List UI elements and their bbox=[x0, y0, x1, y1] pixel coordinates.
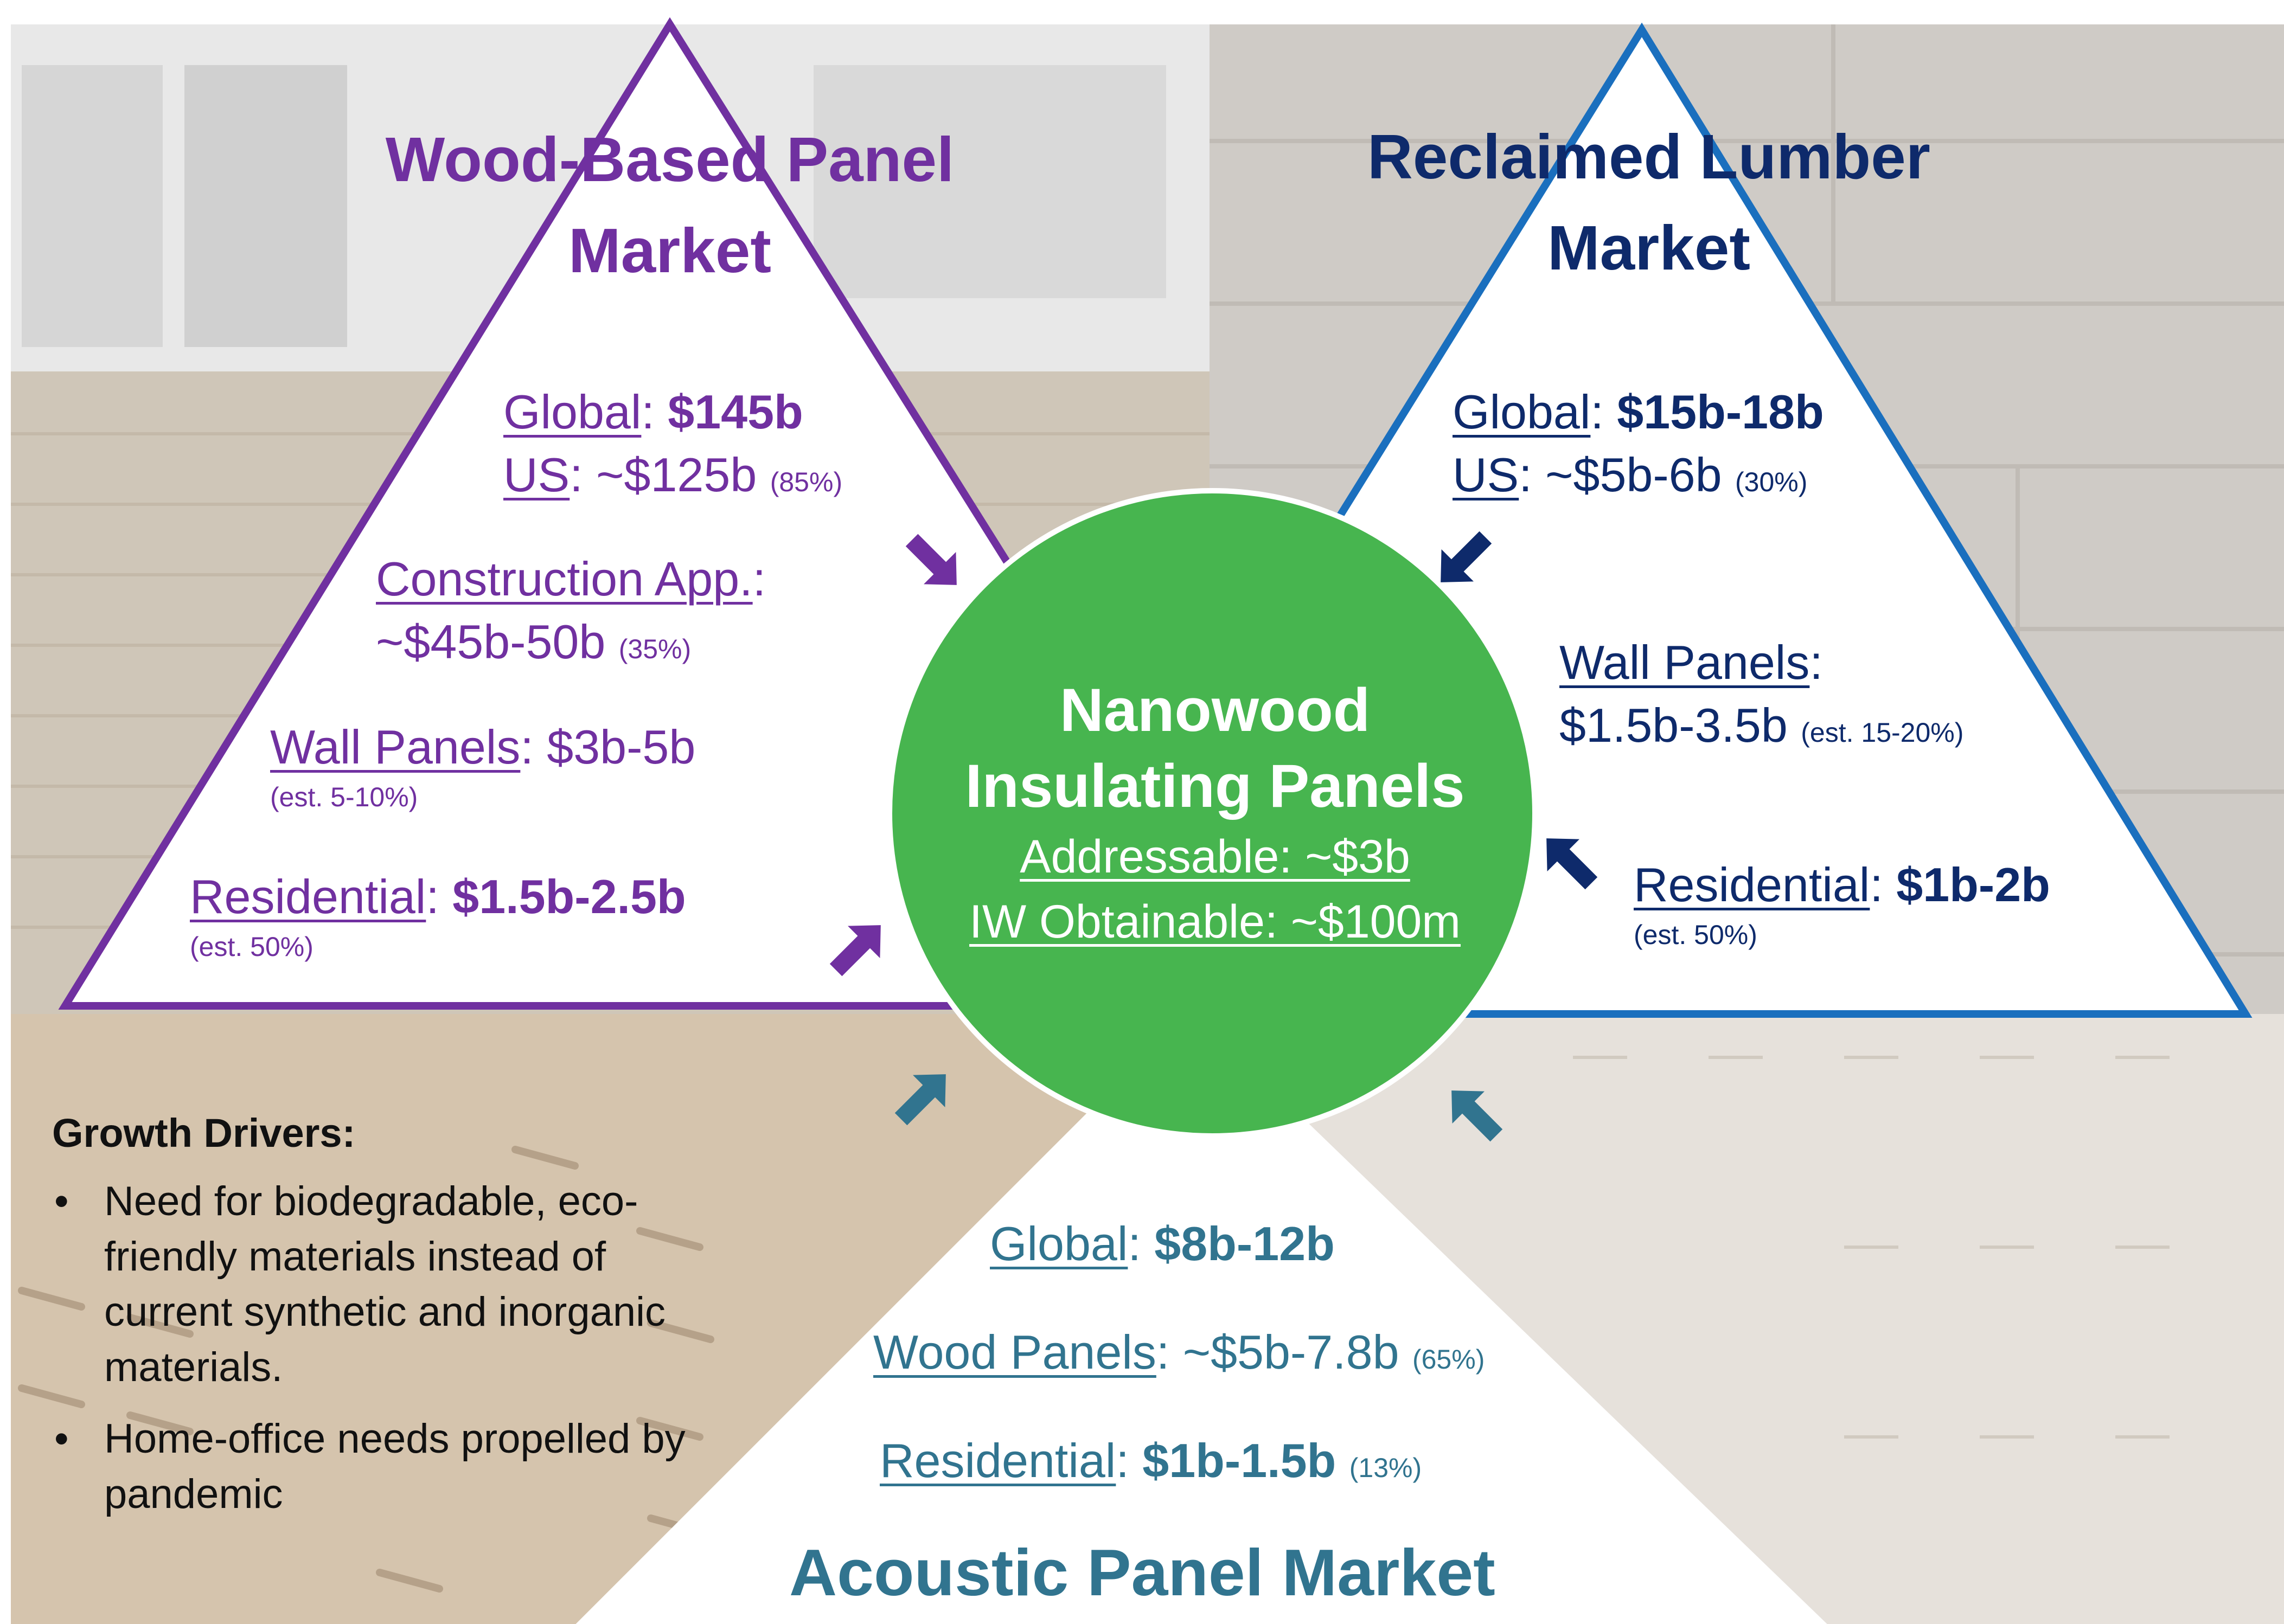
lumber-residential-row: Residential: $1b-2b bbox=[1634, 858, 2050, 912]
lumber-residential-label: Residential bbox=[1634, 858, 1870, 912]
arrow-icon-wood-residential-to-center bbox=[829, 925, 881, 977]
acoustic-title: Acoustic Panel Market bbox=[789, 1536, 1495, 1609]
wood-us-value: ~$125b bbox=[596, 448, 757, 502]
bullet-icon: • bbox=[54, 1178, 69, 1224]
arrow-icon-acoustic-right-to-center bbox=[1451, 1090, 1503, 1142]
wood-residential-value: $1.5b-2.5b bbox=[452, 870, 686, 923]
lumber-global-label: Global bbox=[1453, 385, 1591, 439]
lumber-title-line1: Reclaimed Lumber bbox=[1367, 121, 1930, 192]
center-addressable: Addressable: ~$3b bbox=[1020, 831, 1410, 883]
wood-construction-value: ~$45b-50b bbox=[376, 615, 606, 669]
acoustic-global-label: Global bbox=[990, 1217, 1128, 1270]
lumber-title-line2: Market bbox=[1547, 213, 1750, 283]
lumber-wall-value: $1.5b-3.5b bbox=[1559, 698, 1788, 752]
acoustic-residential-row: Residential: $1b-1.5b (13%) bbox=[880, 1434, 1422, 1487]
list-item: • Home-office needs propelled by pandemi… bbox=[52, 1411, 703, 1522]
lumber-global-row: Global: $15b-18b bbox=[1453, 385, 1824, 439]
wood-wall-note: (est. 5-10%) bbox=[270, 782, 418, 812]
growth-drivers-heading: Growth Drivers: bbox=[52, 1111, 356, 1156]
acoustic-residential-value: $1b-1.5b bbox=[1142, 1434, 1336, 1487]
wood-global-row: Global: $145b bbox=[503, 385, 803, 439]
acoustic-panel-triangle bbox=[575, 1009, 1827, 1624]
lumber-wall-row: Wall Panels: bbox=[1559, 636, 1823, 689]
growth-drivers-box: Growth Drivers: • Need for biodegradable… bbox=[52, 1109, 703, 1538]
lumber-residential-value: $1b-2b bbox=[1896, 858, 2050, 912]
acoustic-global-row: Global: $8b-12b bbox=[990, 1217, 1335, 1270]
wood-global-value: $145b bbox=[668, 385, 803, 439]
acoustic-wood-pct: (65%) bbox=[1412, 1344, 1485, 1375]
wood-us-row: US: ~$125b (85%) bbox=[503, 448, 843, 502]
lumber-us-row: US: ~$5b-6b (30%) bbox=[1453, 448, 1808, 502]
acoustic-wood-value: ~$5b-7.8b bbox=[1182, 1325, 1399, 1379]
center-obtainable: IW Obtainable: ~$100m bbox=[969, 896, 1461, 948]
lumber-us-label: US bbox=[1453, 448, 1519, 502]
wood-us-label: US bbox=[503, 448, 570, 502]
wood-residential-note: (est. 50%) bbox=[190, 932, 314, 962]
wood-construction-value-row: ~$45b-50b (35%) bbox=[376, 613, 691, 678]
center-label: Nanowood Insulating Panels Addressable: … bbox=[879, 672, 1551, 954]
wood-panel-title-line2: Market bbox=[568, 215, 771, 286]
wood-panel-title-line1: Wood-Based Panel bbox=[385, 124, 955, 195]
arrow-icon-acoustic-left-to-center bbox=[894, 1074, 946, 1126]
wood-wall-value: $3b-5b bbox=[547, 720, 696, 774]
growth-driver-text: Home-office needs propelled by pandemic bbox=[104, 1416, 686, 1517]
acoustic-global-value: $8b-12b bbox=[1154, 1217, 1335, 1270]
acoustic-wood-label: Wood Panels bbox=[873, 1325, 1156, 1379]
lumber-title: Reclaimed Lumber Market bbox=[1269, 111, 2029, 293]
lumber-us-pct: (30%) bbox=[1735, 467, 1808, 497]
lumber-global-value: $15b-18b bbox=[1617, 385, 1824, 439]
growth-drivers-list: • Need for biodegradable, eco-friendly m… bbox=[52, 1174, 703, 1522]
lumber-wall-label: Wall Panels bbox=[1559, 636, 1810, 689]
wood-global-label: Global bbox=[503, 385, 642, 439]
wood-panel-title: Wood-Based Panel Market bbox=[290, 114, 1050, 296]
wood-us-pct: (85%) bbox=[770, 467, 843, 497]
acoustic-wood-row: Wood Panels: ~$5b-7.8b (65%) bbox=[873, 1325, 1485, 1379]
wood-wall-row: Wall Panels: $3b-5b bbox=[270, 720, 696, 774]
wood-residential-row: Residential: $1.5b-2.5b bbox=[190, 870, 686, 923]
arrow-icon-lumber-to-center bbox=[1441, 531, 1492, 582]
wood-construction-label: Construction App. bbox=[376, 552, 753, 606]
wood-construction-pct: (35%) bbox=[618, 634, 692, 664]
arrow-icon-wood-to-center bbox=[905, 534, 957, 585]
wood-residential-label: Residential bbox=[190, 870, 426, 923]
list-item: • Need for biodegradable, eco-friendly m… bbox=[52, 1174, 703, 1395]
nanowood-center-circle bbox=[887, 488, 1538, 1139]
arrow-icon-lumber-residential-to-center bbox=[1546, 838, 1598, 890]
wood-construction-row: Construction App.: bbox=[376, 552, 766, 606]
wood-wall-label: Wall Panels bbox=[270, 720, 521, 774]
lumber-wall-note: (est. 15-20%) bbox=[1801, 717, 1964, 748]
growth-driver-text: Need for biodegradable, eco-friendly mat… bbox=[104, 1178, 666, 1390]
center-title-line1: Nanowood bbox=[1059, 676, 1371, 744]
lumber-wall-value-row: $1.5b-3.5b (est. 15-20%) bbox=[1559, 696, 1963, 762]
acoustic-residential-label: Residential bbox=[880, 1434, 1116, 1487]
center-title-line2: Insulating Panels bbox=[965, 752, 1465, 820]
lumber-us-value: ~$5b-6b bbox=[1545, 448, 1722, 502]
bullet-icon: • bbox=[54, 1416, 69, 1462]
acoustic-residential-pct: (13%) bbox=[1349, 1453, 1422, 1483]
lumber-residential-note: (est. 50%) bbox=[1634, 920, 1757, 950]
